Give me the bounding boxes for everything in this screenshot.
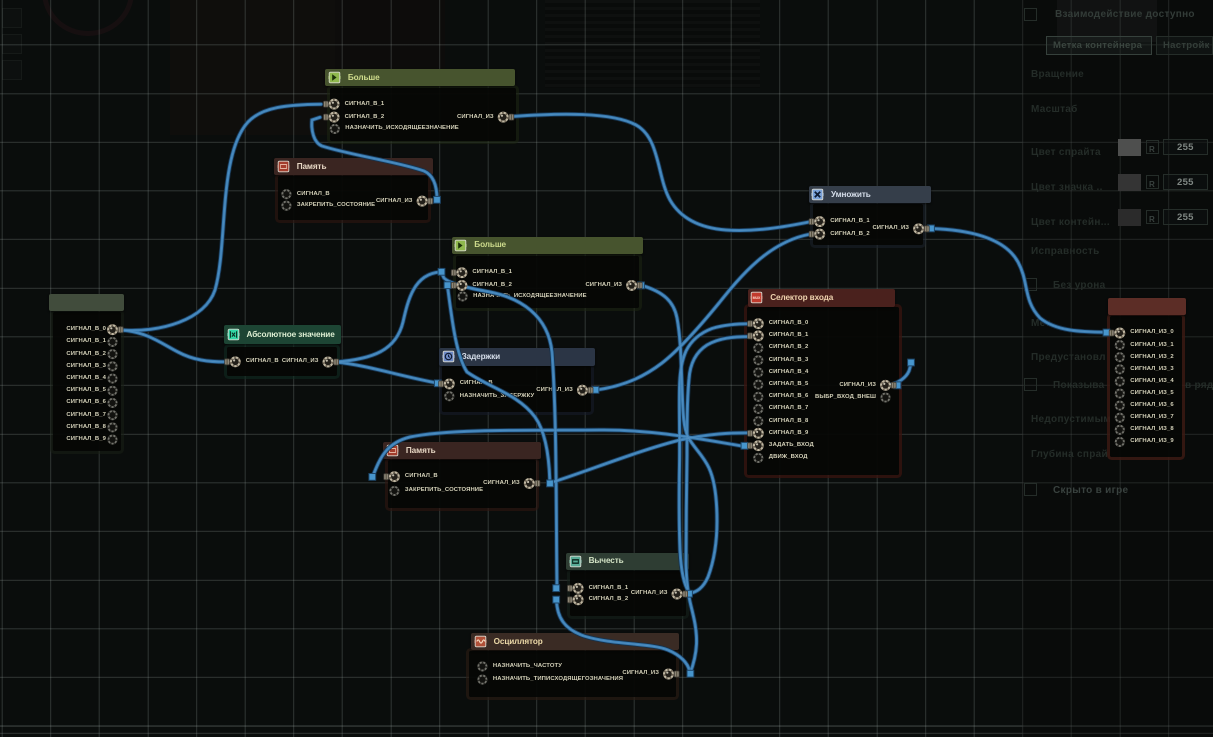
- svg-text:MUX: MUX: [753, 296, 761, 300]
